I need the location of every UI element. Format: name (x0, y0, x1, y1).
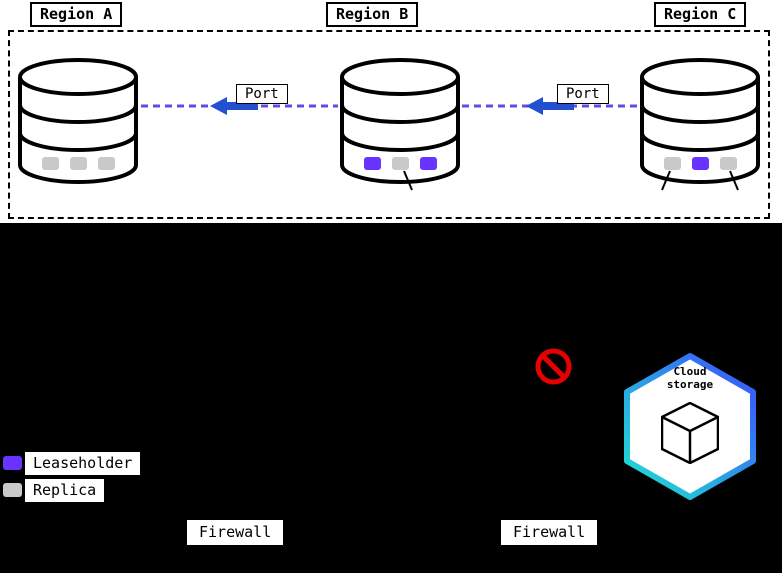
firewall-label-1: Firewall (186, 519, 285, 546)
replica-marker (719, 157, 737, 170)
replica-swatch (3, 483, 22, 497)
no-access-icon (535, 348, 572, 385)
leaseholder-marker (419, 157, 437, 170)
cube-icon (661, 402, 719, 464)
hexagon-border (624, 353, 756, 500)
replica-marker (69, 157, 87, 170)
replica-marker (41, 157, 59, 170)
database-region-b (338, 54, 462, 186)
leaseholder-marker (363, 157, 381, 170)
region-label-a: Region A (30, 2, 123, 27)
cloud-storage-label-line1: Cloud (673, 365, 707, 378)
leaseholder-swatch (3, 456, 22, 470)
replica-slots (338, 157, 462, 170)
leaseholder-label: Leaseholder (25, 452, 141, 475)
port-label-1: Port (236, 84, 288, 104)
prohibition-slash (541, 354, 566, 379)
port-label-2: Port (557, 84, 609, 104)
region-label-c: Region C (654, 2, 747, 27)
replica-marker (663, 157, 681, 170)
database-cylinder-icon (18, 58, 138, 184)
replica-marker (97, 157, 115, 170)
prohibition-circle (535, 348, 572, 385)
cloud-storage-label: Cloud storage (621, 365, 759, 391)
firewall-label-2: Firewall (500, 519, 599, 546)
cloud-storage-hexagon (624, 353, 756, 500)
cloud-storage-label-line2: storage (666, 378, 714, 391)
cluster-dashed-boundary (8, 30, 770, 219)
replica-slots (638, 157, 762, 170)
database-region-a (16, 54, 140, 186)
database-region-c (638, 54, 762, 186)
replica-slots (16, 157, 140, 170)
replica-marker (391, 157, 409, 170)
region-label-b: Region B (326, 2, 419, 27)
database-cylinder-icon (340, 58, 460, 184)
leaseholder-marker (691, 157, 709, 170)
replica-label: Replica (25, 479, 105, 502)
